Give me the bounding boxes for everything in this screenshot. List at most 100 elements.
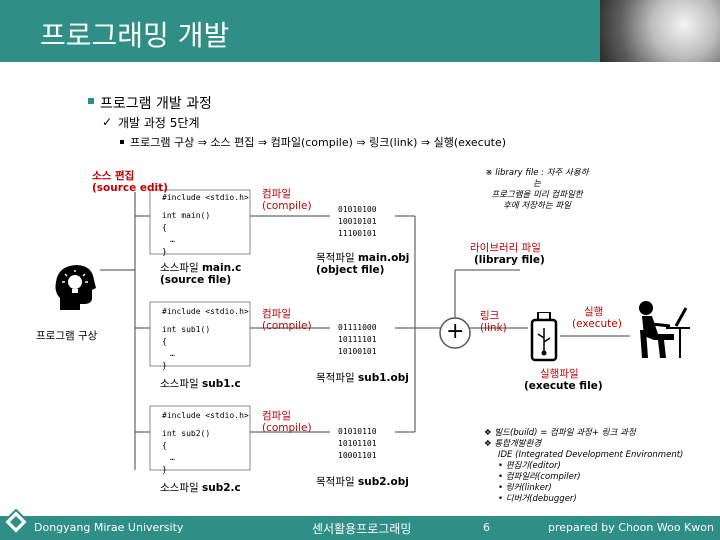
object-bits-sub2: 01010110 10101101 10001101 — [338, 426, 377, 462]
code-line: } — [162, 465, 167, 474]
build-note-text: 통합개발환경 — [494, 439, 542, 449]
diamond-bullet-icon: ❖ — [484, 439, 495, 449]
library-note-line: 후에 저장하는 파일 — [503, 201, 571, 211]
bits-line: 10101101 — [338, 439, 377, 448]
code-line: int sub1() — [162, 325, 211, 334]
ide-item: • 링커(linker) — [498, 483, 552, 493]
page-title: 프로그래밍 개발 — [40, 19, 230, 52]
bits-line: 01111000 — [338, 323, 377, 332]
code-line: #include <stdio.h> — [162, 307, 249, 316]
ide-item-text: 편집기(editor) — [505, 461, 561, 471]
bits-line: 10001101 — [338, 451, 377, 460]
source-file-name: sub2.c — [201, 482, 241, 494]
ide-list: • 편집기(editor) • 컴파일러(compiler) • 링커(link… — [484, 461, 716, 505]
library-note-line: ※ library file : 자주 사용하는 — [485, 168, 589, 189]
object-file-label-main: 목적파일 main.obj — [316, 250, 409, 265]
source-file-label-ko: 소스파일 — [160, 482, 199, 494]
source-file-name: main.c — [201, 262, 242, 274]
source-file-label-en: (source file) — [160, 274, 232, 286]
source-file-label-ko: 소스파일 — [160, 262, 199, 274]
bullet-dot-icon — [120, 140, 124, 144]
exec-file-label-en: (execute file) — [524, 380, 603, 392]
compile-label-en: (compile) — [262, 320, 312, 332]
object-file-label-en: (object file) — [316, 264, 385, 276]
program-idea-label: 프로그램 구상 — [36, 330, 98, 342]
bullet-level2: 개발 과정 5단계 — [118, 116, 200, 130]
bits-line: 10111101 — [338, 335, 377, 344]
ide-item-text: 링커(linker) — [505, 483, 552, 493]
checkmark-icon: ✓ — [102, 115, 113, 129]
code-line: { — [162, 441, 167, 450]
compile-label-en: (compile) — [262, 200, 312, 212]
library-label-en: (library file) — [474, 254, 545, 266]
compile-label-ko: 컴파일 — [262, 188, 291, 200]
footer-university: Dongyang Mirae University — [34, 521, 184, 534]
bits-line: 10010101 — [338, 217, 377, 226]
header-photo — [600, 0, 720, 62]
exec-file-label-ko: 실행파일 — [540, 368, 579, 380]
object-file-label-sub2: 목적파일 sub2.obj — [316, 474, 409, 489]
head-idea-icon — [55, 265, 96, 310]
compile-label-ko: 컴파일 — [262, 410, 291, 422]
link-label-ko: 링크 — [480, 310, 500, 322]
footer-author: prepared by Choon Woo Kwon — [548, 521, 714, 534]
object-file-name: sub1.obj — [357, 372, 409, 384]
execute-label-ko: 실행 — [584, 306, 604, 318]
source-file-label-main: 소스파일 main.c — [160, 260, 241, 275]
object-bits-main: 01010100 10010101 11100101 — [338, 204, 377, 240]
object-file-label-ko: 목적파일 — [316, 476, 355, 488]
source-edit-label-ko: 소스 편집 — [92, 170, 135, 182]
plus-icon: + — [446, 319, 465, 344]
source-box-main — [149, 189, 251, 255]
ide-item-text: 컴파일러(compiler) — [505, 472, 581, 482]
bullet-square-icon — [88, 98, 94, 104]
code-line: } — [162, 361, 167, 370]
code-line: { — [162, 223, 167, 232]
build-note-item: ❖ 빌드(build) = 컴파일 과정+ 링크 과정 — [484, 428, 716, 439]
code-line: … — [170, 235, 175, 244]
compile-label-ko: 컴파일 — [262, 308, 291, 320]
source-file-label-ko: 소스파일 — [160, 378, 199, 390]
object-file-name: main.obj — [357, 252, 410, 264]
object-bits-sub1: 01111000 10111101 10100101 — [338, 322, 377, 358]
build-notes: ❖ 빌드(build) = 컴파일 과정+ 링크 과정 ❖ 통합개발환경 IDE… — [484, 428, 716, 505]
source-box-sub1 — [149, 301, 251, 367]
source-edit-label-en: (source edit) — [92, 182, 168, 194]
code-line: int sub2() — [162, 429, 211, 438]
build-note-text: 빌드(build) = 컴파일 과정+ 링크 과정 — [494, 428, 636, 438]
code-line: … — [170, 453, 175, 462]
code-line: #include <stdio.h> — [162, 193, 249, 202]
source-file-name: sub1.c — [201, 378, 241, 390]
university-logo-icon — [2, 508, 30, 536]
library-note: ※ library file : 자주 사용하는 프로그램을 미리 컴파일한 후… — [482, 168, 592, 212]
object-file-label-ko: 목적파일 — [316, 372, 355, 384]
bits-line: 01010100 — [338, 205, 377, 214]
footer-bar — [0, 516, 720, 540]
source-code-main: #include <stdio.h> int main() { … } — [162, 192, 249, 258]
bits-line: 10100101 — [338, 347, 377, 356]
code-line: } — [162, 247, 167, 256]
code-line: int main() — [162, 211, 211, 220]
diamond-bullet-icon: ❖ — [484, 428, 495, 438]
source-code-sub1: #include <stdio.h> int sub1() { … } — [162, 306, 249, 372]
object-file-label-ko: 목적파일 — [316, 252, 355, 264]
person-at-computer-icon — [639, 301, 690, 358]
ide-item: • 디버거(debugger) — [498, 494, 577, 504]
bullet-level3: 프로그램 구상 ⇒ 소스 편집 ⇒ 컴파일(compile) ⇒ 링크(link… — [130, 136, 507, 149]
execute-label-en: (execute) — [572, 318, 622, 330]
build-note-item: ❖ 통합개발환경 — [484, 439, 716, 450]
link-label-en: (link) — [480, 322, 507, 334]
object-file-name: sub2.obj — [357, 476, 409, 488]
bits-line: 01010110 — [338, 427, 377, 436]
source-file-label-sub1: 소스파일 sub1.c — [160, 376, 241, 391]
library-note-line: 프로그램을 미리 컴파일한 — [491, 190, 583, 200]
code-line: #include <stdio.h> — [162, 411, 249, 420]
bullet-level1: 프로그램 개발 과정 — [100, 96, 212, 112]
usb-drive-icon — [530, 312, 558, 362]
code-line: { — [162, 337, 167, 346]
ide-item: • 컴파일러(compiler) — [498, 472, 581, 482]
ide-item: • 편집기(editor) — [498, 461, 561, 471]
bits-line: 11100101 — [338, 229, 377, 238]
source-code-sub2: #include <stdio.h> int sub2() { … } — [162, 410, 249, 476]
